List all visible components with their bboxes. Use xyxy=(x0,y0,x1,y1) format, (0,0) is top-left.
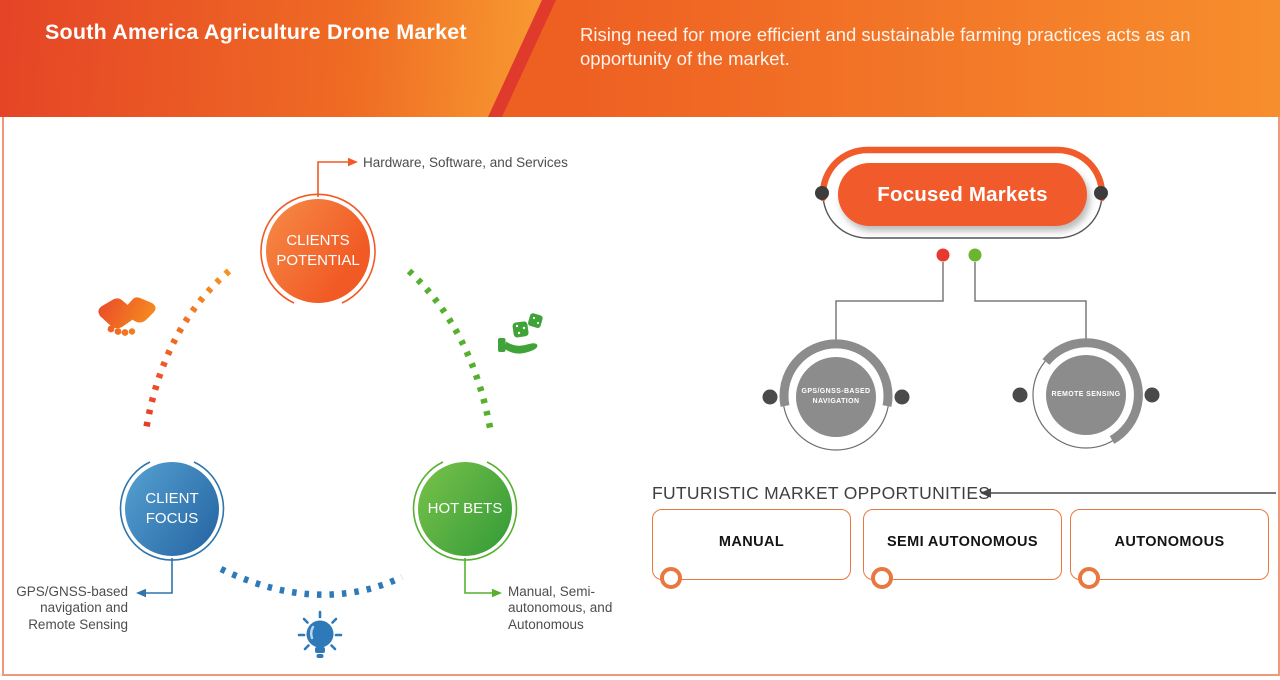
page-title: South America Agriculture Drone Market xyxy=(45,20,467,44)
branch-node-gps-gnss: GPS/GNSS-BASED NAVIGATION xyxy=(796,357,876,437)
opportunity-autonomous-label: AUTONOMOUS xyxy=(1114,534,1225,550)
focused-markets-label: Focused Markets xyxy=(877,182,1048,206)
callout-hardware-software-services: Hardware, Software, and Services xyxy=(363,155,568,170)
futuristic-opportunities-heading: FUTURISTIC MARKET OPPORTUNITIES xyxy=(652,483,991,503)
callout-manual-semi-autonomous: Manual, Semi-autonomous, and Autonomous xyxy=(508,584,613,632)
node-clients-potential-label: CLIENTS POTENTIAL xyxy=(276,232,360,269)
focused-markets-pill: Focused Markets xyxy=(838,163,1087,226)
page-subtitle: Rising need for more efficient and susta… xyxy=(580,24,1191,70)
opportunity-semi-autonomous-label: SEMI AUTONOMOUS xyxy=(886,534,1038,550)
header-right-panel xyxy=(502,0,1280,117)
opportunity-manual-label: MANUAL xyxy=(718,534,785,550)
callout-gps-gnss-remote-sensing: GPS/GNSS-based navigation and Remote Sen… xyxy=(16,584,128,632)
opportunity-box-autonomous: AUTONOMOUS xyxy=(1070,509,1269,580)
node-hot-bets-label: HOT BETS xyxy=(427,500,503,518)
opportunity-box-semi-autonomous: SEMI AUTONOMOUS xyxy=(863,509,1062,580)
node-clients-potential: CLIENTS POTENTIAL xyxy=(266,199,370,303)
node-hot-bets: HOT BETS xyxy=(418,462,512,556)
content-frame xyxy=(2,117,1280,676)
node-client-focus: CLIENT FOCUS xyxy=(125,462,219,556)
header-banner: South America Agriculture Drone Market R… xyxy=(0,0,1280,117)
branch-node-remote-sensing-label: REMOTE SENSING xyxy=(1051,390,1121,398)
branch-node-remote-sensing: REMOTE SENSING xyxy=(1046,355,1126,435)
opportunity-box-manual: MANUAL xyxy=(652,509,851,580)
node-client-focus-label: CLIENT FOCUS xyxy=(145,490,199,527)
branch-node-gps-gnss-label: GPS/GNSS-BASED NAVIGATION xyxy=(801,387,871,405)
